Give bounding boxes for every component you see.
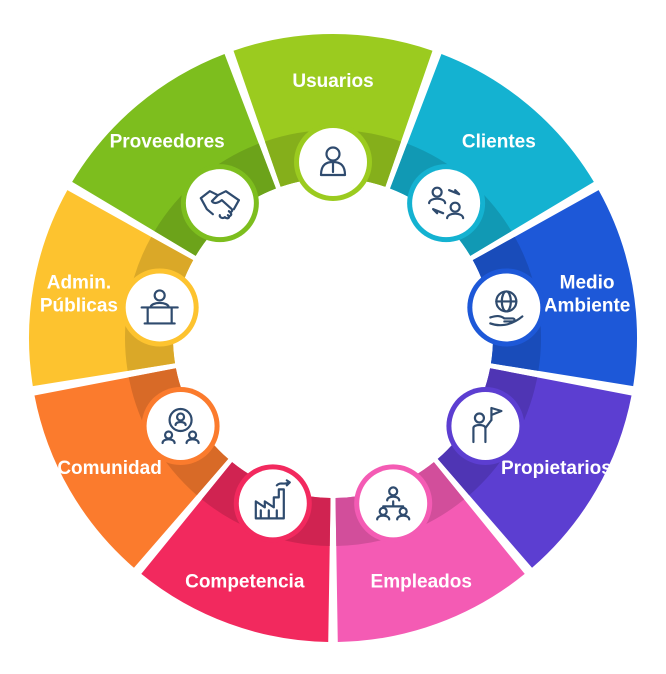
community-icon — [161, 407, 200, 445]
podium-speaker-icon — [140, 289, 179, 325]
user-icon — [319, 146, 347, 177]
segment-label-propietarios: Propietarios — [501, 458, 612, 479]
segment-label-medio-line-2: Ambiente — [544, 296, 631, 317]
segment-label-proveedores: Proveedores — [110, 131, 225, 152]
segment-label-competencia: Competencia — [185, 571, 305, 592]
badge-usuarios — [294, 123, 372, 201]
labels-layer: UsuariosClientesMedioAmbientePropietario… — [40, 71, 631, 592]
badge-proveedores — [180, 164, 259, 243]
globe-hand-icon — [489, 290, 524, 327]
badge-disc-proveedores — [185, 169, 254, 238]
segment-label-usuarios: Usuarios — [292, 71, 373, 92]
segment-label-comunidad: Comunidad — [57, 458, 162, 479]
badge-disc-comunidad — [146, 392, 215, 460]
segment-label-admin-line-2: Públicas — [40, 296, 118, 317]
badge-clientes — [407, 164, 486, 243]
icons-layer — [120, 123, 546, 543]
segment-label-admin-line-1: Admin. — [47, 273, 111, 294]
segment-label-medio-line-1: Medio — [560, 273, 615, 294]
handshake-icon — [199, 190, 240, 220]
badge-propietarios — [446, 387, 525, 465]
badge-comunidad — [141, 387, 220, 465]
badge-empleados — [354, 464, 433, 543]
badge-disc-medio — [472, 273, 541, 342]
badge-admin — [120, 268, 199, 347]
segment-label-empleados: Empleados — [371, 571, 472, 592]
badge-competencia — [233, 464, 312, 543]
factory-icon — [254, 479, 291, 520]
segment-label-clientes: Clientes — [462, 131, 536, 152]
badge-medio — [467, 268, 546, 347]
exchange-users-icon — [428, 186, 465, 220]
team-hierarchy-icon — [376, 486, 411, 521]
person-flag-icon — [472, 406, 503, 444]
